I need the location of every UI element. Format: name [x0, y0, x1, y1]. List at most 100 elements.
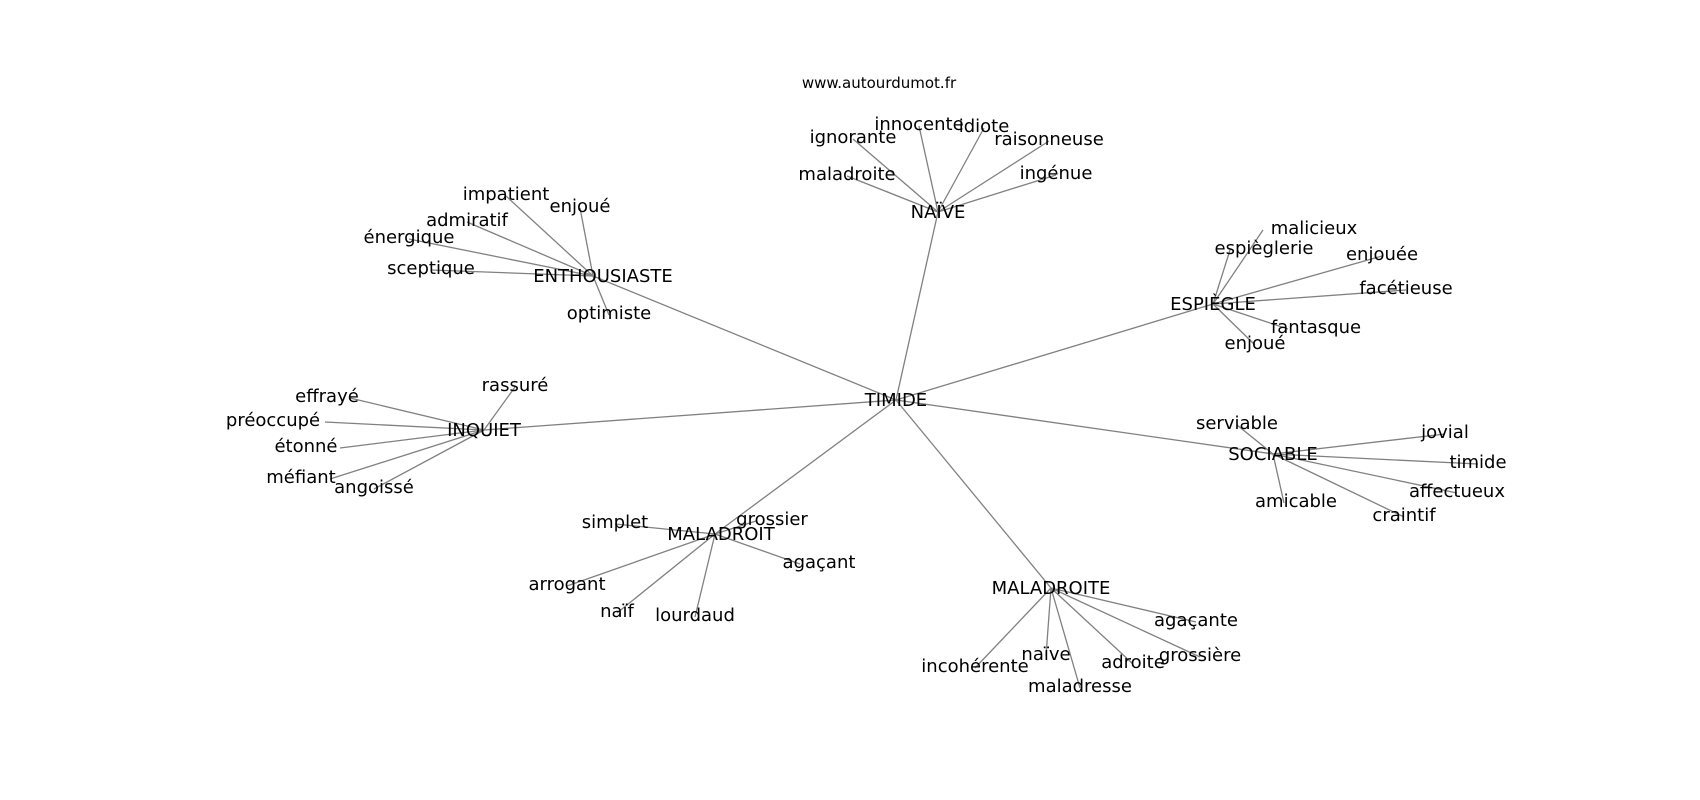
- edge-inquiet-mefiant: [329, 429, 485, 480]
- edge-inquiet-rassure: [483, 386, 516, 431]
- edge-maladroite-maladresse: [1050, 587, 1081, 689]
- edge-naive-idiote: [937, 127, 985, 213]
- edge-sociable-affectueux: [1272, 453, 1458, 494]
- word-node-raisonneuse: raisonneuse: [994, 129, 1104, 150]
- edge-espiegle-fantasque: [1212, 303, 1289, 330]
- word-node-ingenue: ingénue: [1020, 163, 1093, 184]
- edge-center-maladroit: [714, 399, 897, 535]
- word-node-idiote: idiote: [959, 116, 1010, 137]
- word-node-angoisse: angoissé: [334, 477, 414, 498]
- labels-layer: www.autourdumot.fr TIMIDENAÏVEinnocentei…: [226, 74, 1507, 697]
- word-node-adroite: adroite: [1101, 652, 1165, 673]
- word-node-timide: timide: [1449, 452, 1506, 473]
- edge-enthousiaste-sceptique: [430, 269, 594, 277]
- word-node-impatient: impatient: [463, 184, 550, 205]
- word-node-naif: naïf: [600, 601, 634, 622]
- word-node-grossier: grossier: [736, 509, 808, 530]
- edges-layer: [324, 125, 1479, 689]
- edge-naive-ingenue: [937, 174, 1057, 213]
- edge-inquiet-angoisse: [373, 429, 485, 490]
- word-node-enjoue: enjoué: [1225, 333, 1286, 354]
- word-node-serviable: serviable: [1196, 413, 1278, 434]
- word-node-malicieux: malicieux: [1271, 218, 1358, 239]
- word-node-amicable: amicable: [1255, 491, 1337, 512]
- word-node-fantasque: fantasque: [1271, 317, 1361, 338]
- edge-maladroit-naif: [616, 533, 716, 614]
- edge-enthousiaste-enjoue: [579, 207, 594, 277]
- edge-center-naive: [895, 211, 939, 401]
- word-node-agacant: agaçant: [783, 552, 856, 573]
- edge-naive-maladroite: [846, 175, 939, 213]
- edge-center-espiegle: [895, 303, 1214, 401]
- edge-maladroite-incoherente: [974, 587, 1052, 669]
- center-node-label: TIMIDE: [864, 390, 927, 411]
- word-node-lourdaud: lourdaud: [655, 605, 735, 626]
- group-node-sociable: SOCIABLE: [1228, 444, 1318, 465]
- edge-naive-raisonneuse: [937, 140, 1050, 213]
- word-node-rassure: rassuré: [482, 375, 549, 396]
- word-node-effraye: effrayé: [295, 386, 359, 407]
- group-node-inquiet: INQUIET: [447, 420, 522, 441]
- word-node-arrogant: arrogant: [528, 574, 605, 595]
- edge-espiegle-enjoue: [1212, 303, 1256, 346]
- word-node-grossiere: grossière: [1159, 645, 1241, 666]
- word-node-affectueux: affectueux: [1409, 481, 1505, 502]
- word-node-simplet: simplet: [582, 512, 648, 533]
- edge-center-sociable: [895, 399, 1274, 455]
- edge-espiegle-malicieux: [1212, 229, 1264, 305]
- word-node-agacante: agaçante: [1154, 610, 1238, 631]
- word-node-admiratif: admiratif: [426, 210, 508, 231]
- word-node-craintif: craintif: [1372, 505, 1436, 526]
- word-node-energique: énergique: [364, 227, 455, 248]
- edge-inquiet-effraye: [349, 397, 485, 431]
- word-node-sceptique: sceptique: [387, 258, 475, 279]
- edge-enthousiaste-admiratif: [466, 221, 594, 277]
- edge-maladroit-arrogant: [566, 533, 716, 587]
- word-node-mefiant: méfiant: [266, 467, 335, 488]
- word-node-enjouee: enjouée: [1346, 244, 1418, 265]
- word-node-incoherente: incohérente: [921, 656, 1028, 677]
- word-node-enjoue: enjoué: [550, 196, 611, 217]
- word-node-facetieuse: facétieuse: [1359, 278, 1452, 299]
- edge-espiegle-enjouee: [1212, 255, 1383, 305]
- word-node-naive: naïve: [1021, 644, 1070, 665]
- edge-maladroit-simplet: [614, 523, 716, 535]
- edge-inquiet-preoccupe: [324, 421, 485, 431]
- group-node-naive: NAÏVE: [911, 202, 966, 223]
- edge-maladroit-agacant: [714, 533, 801, 565]
- edge-naive-innocente: [918, 125, 939, 213]
- edge-enthousiaste-energique: [408, 238, 594, 277]
- edge-center-enthousiaste: [592, 275, 897, 401]
- group-node-maladroite: MALADROITE: [992, 578, 1111, 599]
- edge-enthousiaste-impatient: [505, 195, 594, 277]
- edge-espiegle-espieglerie: [1212, 249, 1231, 305]
- source-watermark: www.autourdumot.fr: [802, 74, 957, 92]
- edge-enthousiaste-optimiste: [592, 275, 610, 316]
- edge-maladroit-grossier: [714, 520, 757, 535]
- word-node-ignorante: ignorante: [810, 127, 897, 148]
- edge-sociable-amicable: [1272, 453, 1285, 504]
- edge-sociable-timide: [1272, 453, 1479, 465]
- edge-sociable-serviable: [1236, 424, 1274, 455]
- edge-sociable-jovial: [1272, 433, 1446, 455]
- group-node-espiegle: ESPIÈGLE: [1170, 293, 1256, 315]
- edge-maladroit-lourdaud: [694, 533, 716, 618]
- edge-maladroite-naive: [1045, 587, 1052, 657]
- edge-naive-ignorante: [852, 138, 939, 213]
- edge-maladroite-grossiere: [1050, 587, 1201, 658]
- word-node-etonne: étonné: [274, 436, 337, 457]
- word-node-espieglerie: espièglerie: [1215, 238, 1314, 259]
- word-node-jovial: jovial: [1420, 422, 1469, 443]
- word-node-preoccupe: préoccupé: [226, 410, 320, 431]
- word-node-optimiste: optimiste: [567, 303, 652, 324]
- word-node-maladroite: maladroite: [798, 164, 895, 185]
- edge-espiegle-facetieuse: [1212, 289, 1407, 305]
- group-node-maladroit: MALADROIT: [667, 524, 775, 545]
- word-node-maladresse: maladresse: [1028, 676, 1132, 697]
- edge-sociable-craintif: [1272, 453, 1405, 518]
- edge-inquiet-etonne: [339, 429, 485, 449]
- edge-maladroite-agacante: [1050, 587, 1197, 623]
- edge-center-inquiet: [483, 399, 897, 431]
- group-node-enthousiaste: ENTHOUSIASTE: [533, 266, 673, 287]
